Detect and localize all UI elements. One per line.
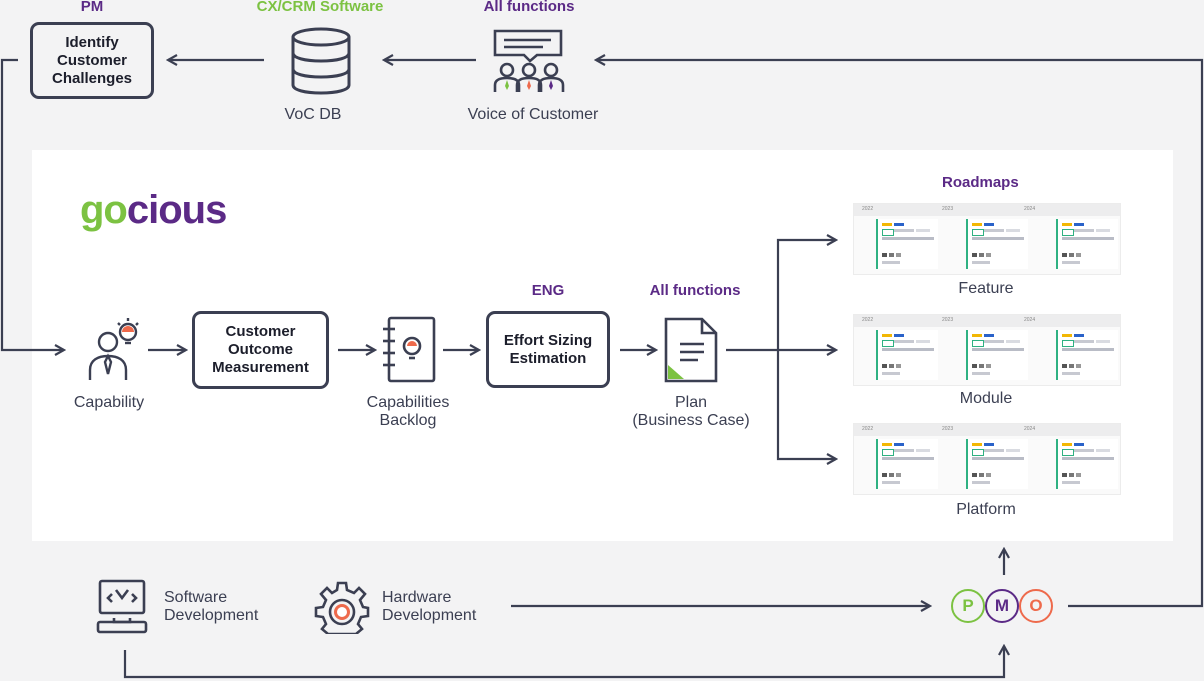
timeline-year: 2024: [1024, 206, 1036, 212]
timeline-year: 2023: [942, 426, 954, 432]
crm-role-label: CX/CRM Software: [256, 0, 384, 15]
roadmap-module-thumbnail: 2022 2023 2024: [853, 314, 1121, 386]
backlog-notebook-icon: [383, 316, 436, 383]
timeline-year: 2024: [1024, 317, 1036, 323]
database-icon: [291, 27, 351, 95]
identify-challenges-box[interactable]: Identify Customer Challenges: [30, 22, 154, 99]
timeline-year: 2022: [862, 206, 874, 212]
roadmap-platform-thumbnail: 2022 2023 2024: [853, 423, 1121, 495]
roadmaps-title: Roadmaps: [942, 174, 1019, 191]
roadmap-card: [1056, 330, 1118, 380]
roadmap-platform-label: Platform: [956, 501, 1016, 518]
pmo-p-circle: P: [951, 589, 985, 623]
plan-label: Plan(Business Case): [632, 394, 750, 429]
voc-role-label: All functions: [483, 0, 575, 15]
plan-role-label: All functions: [649, 282, 741, 299]
capability-label: Capability: [73, 394, 145, 411]
hardware-gear-icon: [314, 581, 370, 634]
timeline-year: 2023: [942, 317, 954, 323]
gocious-logo: gocious: [80, 188, 227, 232]
effort-sizing-box[interactable]: Effort Sizing Estimation: [486, 311, 610, 388]
roadmap-card: [966, 439, 1028, 489]
roadmap-card: [1056, 439, 1118, 489]
pmo-m-circle: M: [985, 589, 1019, 623]
timeline-year: 2022: [862, 317, 874, 323]
customer-outcome-box[interactable]: Customer Outcome Measurement: [192, 311, 329, 389]
timeline-ruler: [854, 315, 1120, 327]
timeline-year: 2024: [1024, 426, 1036, 432]
roadmap-card: [876, 219, 938, 269]
roadmap-feature-label: Feature: [958, 280, 1014, 297]
timeline-year: 2022: [862, 426, 874, 432]
people-speaking-icon: [493, 29, 565, 92]
timeline-year: 2023: [942, 206, 954, 212]
timeline-ruler: [854, 204, 1120, 216]
eng-role-label: ENG: [531, 282, 565, 299]
roadmap-card: [966, 219, 1028, 269]
capability-person-icon: [88, 318, 139, 380]
timeline-ruler: [854, 424, 1120, 436]
voc-db-label: VoC DB: [284, 106, 342, 123]
roadmap-card: [876, 439, 938, 489]
roadmap-feature-thumbnail: 2022 2023 2024: [853, 203, 1121, 275]
pm-role-label: PM: [80, 0, 104, 15]
software-computer-icon: [96, 579, 148, 634]
roadmap-card: [966, 330, 1028, 380]
voice-of-customer-label: Voice of Customer: [467, 106, 599, 123]
pmo-o-circle: O: [1019, 589, 1053, 623]
roadmap-module-label: Module: [959, 390, 1013, 407]
roadmap-card: [876, 330, 938, 380]
roadmap-card: [1056, 219, 1118, 269]
plan-document-icon: [664, 317, 718, 383]
